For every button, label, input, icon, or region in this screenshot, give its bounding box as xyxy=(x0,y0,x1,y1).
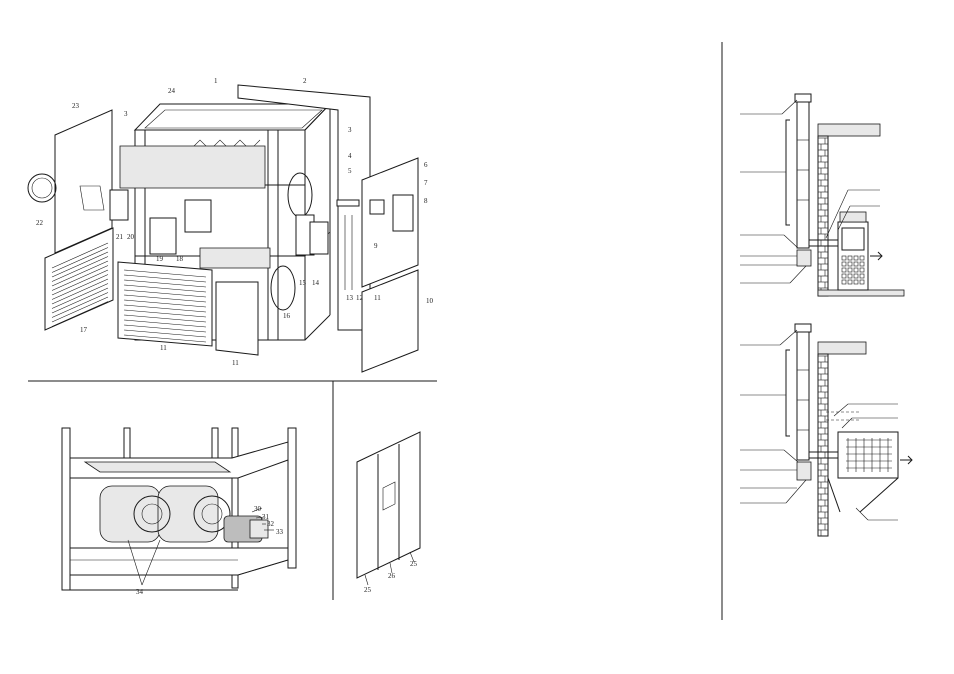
part-label: 32 xyxy=(267,520,275,528)
part-label: 24 xyxy=(168,87,176,95)
part-label: 11 xyxy=(374,294,381,302)
part-label: 7 xyxy=(424,179,428,187)
part-label: 2 xyxy=(303,77,307,85)
louvre-panel-left xyxy=(44,227,114,331)
part-label: 23 xyxy=(72,102,80,110)
frame-dividers xyxy=(28,42,723,620)
installation-diagram-upper xyxy=(740,93,905,297)
louvre-panel-front xyxy=(117,261,213,347)
part-label: 19 xyxy=(156,255,164,263)
part-label: 11 xyxy=(160,344,167,352)
part-label: 13 xyxy=(346,294,354,302)
part-label: 14 xyxy=(312,279,320,287)
part-label: 25 xyxy=(364,586,372,594)
part-label: 34 xyxy=(136,588,144,596)
part-label: 3 xyxy=(348,126,352,134)
part-label: 22 xyxy=(36,219,44,227)
installation-diagram-lower xyxy=(740,323,913,537)
part-label: 8 xyxy=(424,197,428,205)
side-panel-lower xyxy=(361,269,419,373)
part-label: 21 xyxy=(116,233,124,241)
door-panel: 25 26 25 xyxy=(356,431,421,594)
part-label: 5 xyxy=(348,167,352,175)
part-label: 15 xyxy=(299,279,307,287)
part-label: 1 xyxy=(214,77,218,85)
part-label: 31 xyxy=(262,513,270,521)
part-label: 4 xyxy=(348,152,352,160)
part-label: 11 xyxy=(232,359,239,367)
part-label: 25 xyxy=(410,560,418,568)
part-label: 20 xyxy=(127,233,135,241)
part-label: 30 xyxy=(254,505,262,513)
part-label: 9 xyxy=(374,242,378,250)
part-label: 6 xyxy=(424,161,428,169)
part-label: 12 xyxy=(356,294,364,302)
part-label: 16 xyxy=(283,312,291,320)
part-label: 10 xyxy=(426,297,434,305)
part-label: 33 xyxy=(276,528,284,536)
part-label: 3 xyxy=(124,110,128,118)
part-label: 17 xyxy=(80,326,88,334)
part-label: 18 xyxy=(176,255,184,263)
part-label: 26 xyxy=(388,572,396,580)
